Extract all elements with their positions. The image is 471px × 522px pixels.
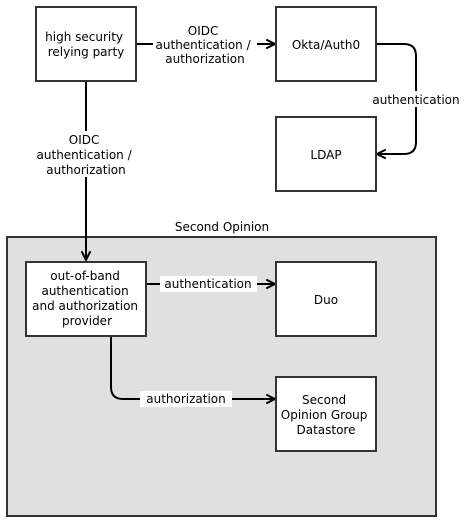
svg-text:out-of-band authentica: out-of-band authentication and authoriza…: [32, 269, 142, 328]
edge-label-line: authentication: [164, 277, 251, 291]
node-label-line: and authorization: [32, 299, 138, 313]
edge-label-line: authorization: [146, 392, 226, 406]
node-okta-auth0: Okta/Auth0: [275, 6, 377, 82]
node-label-line: Opinion Group: [281, 408, 368, 422]
edge-label-line: authentication /: [156, 38, 252, 52]
edge-label-relying-to-oob: OIDC authentication / authorization: [35, 131, 137, 177]
svg-text:OIDC authentication /: OIDC authentication / authorization: [156, 24, 255, 66]
node-label-line: provider: [62, 314, 112, 328]
node-relying-party: high security relying party: [35, 6, 137, 82]
node-box: [275, 376, 377, 452]
node-duo: Duo: [275, 261, 377, 337]
node-label-line: authentication: [41, 284, 128, 298]
edge-label-line: authorization: [46, 163, 126, 177]
node-label-line: Datastore: [296, 423, 355, 437]
edge-label-line: OIDC: [188, 24, 219, 38]
svg-text:high security relying: high security relying party: [45, 30, 127, 59]
node-box: [275, 6, 377, 82]
edge-label-line: authentication /: [37, 148, 133, 162]
node-label-line: Okta/Auth0: [292, 38, 360, 52]
node-ldap: LDAP: [275, 116, 377, 192]
second-opinion-group-label: Second Opinion: [175, 220, 269, 234]
svg-text:OIDC authentication /: OIDC authentication / authorization: [37, 133, 136, 177]
node-label-line: LDAP: [310, 148, 341, 162]
edge-label-line: authentication: [372, 93, 459, 107]
node-box: [35, 6, 137, 82]
edge-label-oob-to-datastore: authorization: [140, 391, 232, 407]
edge-label-okta-to-ldap: authentication: [370, 91, 462, 107]
edge-label-line: OIDC: [69, 133, 100, 147]
node-box: [275, 116, 377, 192]
edge-label-line: authorization: [165, 52, 245, 66]
node-box: [275, 261, 377, 337]
node-label-line: Second: [302, 393, 346, 407]
edge-label-relying-to-okta: OIDC authentication / authorization: [153, 21, 257, 67]
edge-label-oob-to-duo: authentication: [160, 276, 257, 292]
nodes: high security relying party Okta/Auth0 L…: [25, 6, 377, 452]
edge-oob-to-datastore: [110, 336, 276, 404]
node-box: [25, 261, 147, 337]
node-label-line: Duo: [314, 293, 338, 307]
svg-text:Second Opinion Group: Second Opinion Group Datastore: [281, 393, 371, 437]
edge-labels: OIDC authentication / authorization auth…: [35, 21, 462, 407]
node-datastore: Second Opinion Group Datastore: [275, 376, 377, 452]
node-label-line: out-of-band: [50, 269, 120, 283]
node-label-line: high security: [45, 30, 123, 44]
node-label-line: relying party: [48, 45, 125, 59]
node-oob-provider: out-of-band authentication and authoriza…: [25, 261, 147, 337]
